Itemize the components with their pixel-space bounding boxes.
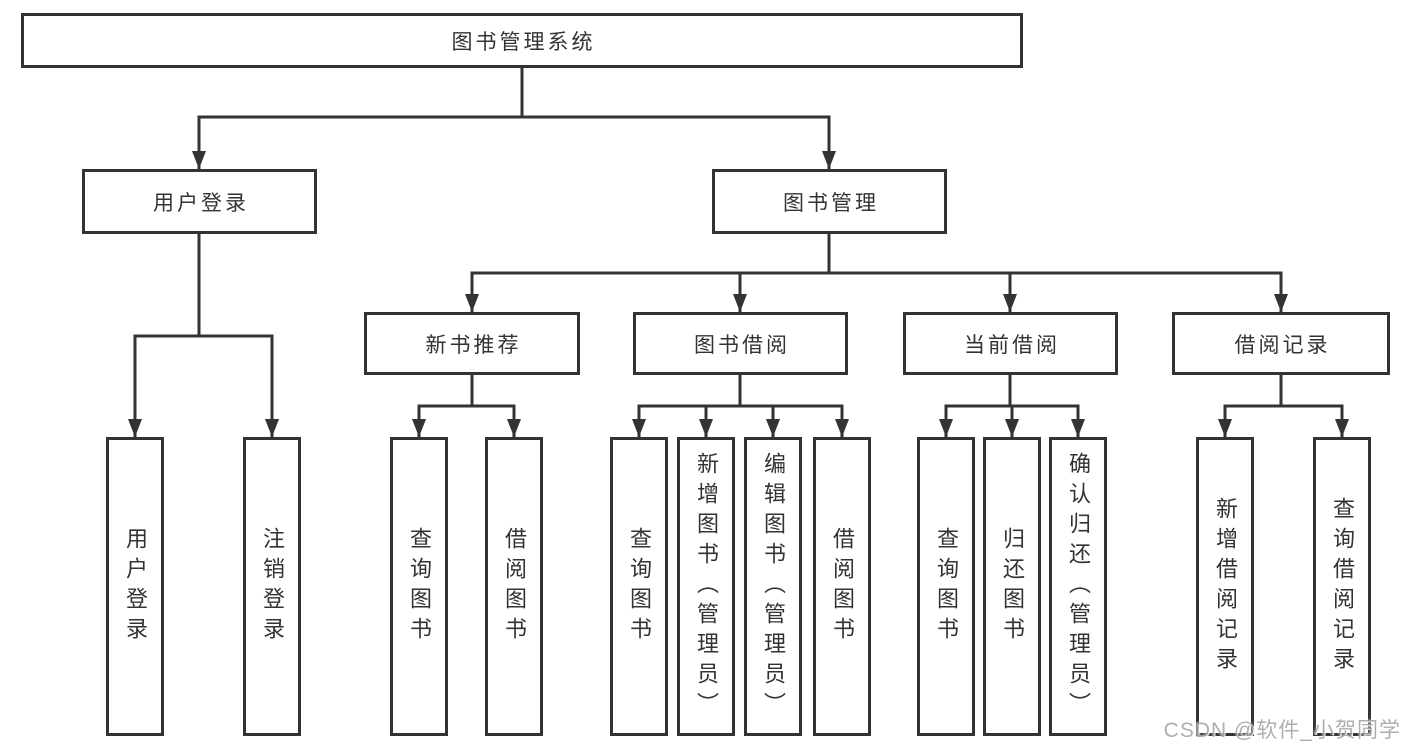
node-leaf-edit-books-admin: 编辑图书（管理员） <box>744 437 802 736</box>
node-leaf-logout: 注销登录 <box>243 437 301 736</box>
csdn-watermark: CSDN @软件_小贺同学 <box>1163 719 1401 742</box>
node-leaf-confirm-return-admin: 确认归还（管理员） <box>1049 437 1107 736</box>
node-leaf-add-borrow-record: 新增借阅记录 <box>1196 437 1254 736</box>
branch-book-management <box>465 234 1288 312</box>
branch-root <box>192 68 836 169</box>
node-borrow-records: 借阅记录 <box>1172 312 1390 375</box>
node-user-login: 用户登录 <box>82 169 317 234</box>
branch-user-login <box>128 234 279 437</box>
node-leaf-borrow-books-recommend: 借阅图书 <box>485 437 543 736</box>
branch-current-borrow <box>939 375 1085 437</box>
node-leaf-user-login: 用户登录 <box>106 437 164 736</box>
branch-book-borrow <box>632 375 849 437</box>
node-leaf-query-books-recommend: 查询图书 <box>390 437 448 736</box>
node-root-library-system: 图书管理系统 <box>21 13 1023 68</box>
node-leaf-query-borrow-record: 查询借阅记录 <box>1313 437 1371 736</box>
node-leaf-borrow-books: 借阅图书 <box>813 437 871 736</box>
node-leaf-add-books-admin: 新增图书（管理员） <box>677 437 735 736</box>
node-current-borrow: 当前借阅 <box>903 312 1118 375</box>
node-new-book-recommend: 新书推荐 <box>364 312 580 375</box>
node-book-management: 图书管理 <box>712 169 947 234</box>
node-leaf-query-books-borrow: 查询图书 <box>610 437 668 736</box>
node-book-borrow: 图书借阅 <box>633 312 848 375</box>
node-leaf-return-books: 归还图书 <box>983 437 1041 736</box>
branch-new-book-recommend <box>412 375 521 437</box>
branch-borrow-records <box>1218 375 1349 437</box>
node-leaf-query-books-current: 查询图书 <box>917 437 975 736</box>
